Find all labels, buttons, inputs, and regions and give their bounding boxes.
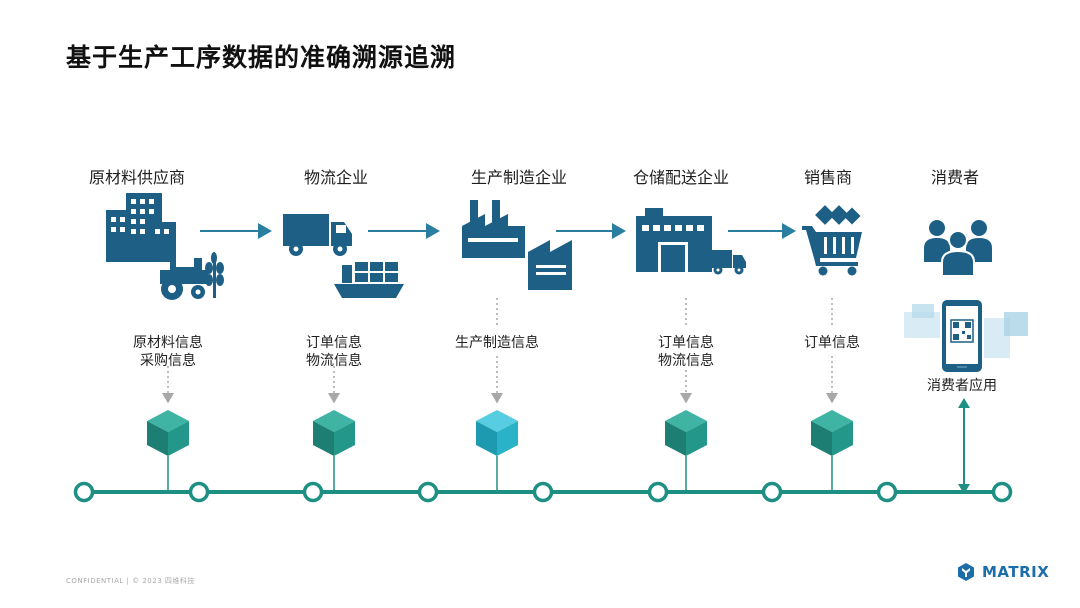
block-cube-2 — [313, 410, 355, 456]
info-logistics: 订单信息 物流信息 — [259, 334, 409, 370]
info-line: 原材料信息 — [133, 335, 203, 351]
chain-nodes — [73, 481, 1013, 503]
chain-node — [876, 481, 898, 503]
chain-node — [302, 481, 324, 503]
info-line: 生产制造信息 — [455, 335, 539, 351]
chain-node — [73, 481, 95, 503]
block-cube-4 — [665, 410, 707, 456]
consumer-app-phone-icon — [904, 300, 1028, 372]
stage-label-supplier: 原材料供应商 — [88, 168, 185, 187]
info-line: 订单信息 — [804, 335, 860, 351]
consumer-group-icon — [924, 220, 992, 277]
info-retailer: 订单信息 — [757, 334, 907, 352]
info-line: 订单信息 — [306, 335, 362, 351]
page-title: 基于生产工序数据的准确溯源追溯 — [66, 43, 457, 72]
stage-label-consumer: 消费者 — [930, 168, 979, 187]
brand-name: MATRIX — [982, 563, 1050, 581]
stage-label-manufacturer: 生产制造企业 — [470, 168, 567, 187]
info-line: 物流信息 — [658, 353, 714, 369]
info-manufacturer: 生产制造信息 — [422, 334, 572, 352]
block-cube-3 — [476, 410, 518, 456]
block-cube-5 — [811, 410, 853, 456]
chain-node — [532, 481, 554, 503]
brand-logo: MATRIX — [956, 562, 1049, 582]
info-line: 订单信息 — [658, 335, 714, 351]
footer-confidential: CONFIDENTIAL | © 2023 四维科技 — [66, 577, 195, 585]
block-cube-1 — [147, 410, 189, 456]
chain-node — [991, 481, 1013, 503]
manufacturing-plant-icon — [462, 200, 572, 290]
chain-node — [188, 481, 210, 503]
chain-node — [761, 481, 783, 503]
info-supplier: 原材料信息 采购信息 — [93, 334, 243, 370]
stage-label-logistics: 物流企业 — [303, 168, 368, 187]
matrix-logo-icon — [958, 563, 974, 581]
info-warehouse: 订单信息 物流信息 — [611, 334, 761, 370]
chain-node — [647, 481, 669, 503]
warehouse-truck-icon — [636, 208, 746, 275]
info-line: 消费者应用 — [927, 378, 997, 394]
truck-ship-icon — [283, 214, 404, 298]
shopping-cart-icon — [802, 205, 862, 276]
info-line: 采购信息 — [140, 353, 196, 369]
stage-label-retailer: 销售商 — [803, 168, 852, 187]
stage-label-warehouse: 仓储配送企业 — [632, 168, 729, 187]
info-line: 物流信息 — [306, 353, 362, 369]
factory-farm-icon — [106, 193, 224, 300]
info-consumer-app: 消费者应用 — [887, 377, 1037, 395]
chain-node — [417, 481, 439, 503]
